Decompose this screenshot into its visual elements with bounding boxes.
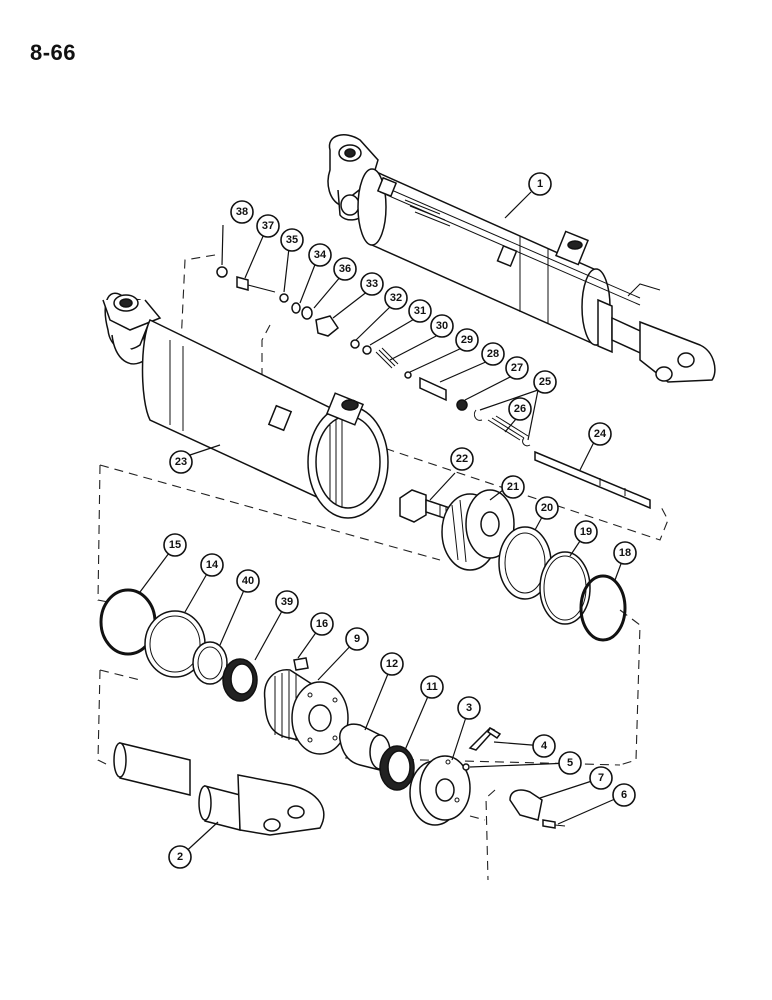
callout-32: 32 — [384, 286, 408, 310]
callout-7: 7 — [589, 766, 613, 790]
callout-21: 21 — [501, 475, 525, 499]
callout-33: 33 — [360, 272, 384, 296]
callout-9: 9 — [345, 627, 369, 651]
callout-25: 25 — [533, 370, 557, 394]
callout-38: 38 — [230, 200, 254, 224]
svg-text:38: 38 — [236, 206, 248, 218]
svg-text:6: 6 — [621, 789, 627, 801]
svg-text:40: 40 — [242, 575, 254, 587]
callout-29: 29 — [455, 328, 479, 352]
svg-text:31: 31 — [414, 305, 426, 317]
callout-24: 24 — [588, 422, 612, 446]
pin — [293, 657, 309, 671]
callout-6: 6 — [612, 783, 636, 807]
clamp-and-screw — [509, 789, 566, 829]
callout-16: 16 — [310, 612, 334, 636]
callout-22: 22 — [450, 447, 474, 471]
svg-text:30: 30 — [436, 320, 448, 332]
callout-5: 5 — [558, 751, 582, 775]
svg-text:20: 20 — [541, 502, 553, 514]
callout-3: 3 — [457, 696, 481, 720]
svg-text:28: 28 — [487, 348, 499, 360]
svg-text:4: 4 — [541, 740, 548, 752]
svg-text:19: 19 — [580, 526, 592, 538]
svg-text:18: 18 — [619, 547, 631, 559]
svg-text:14: 14 — [206, 559, 219, 571]
svg-text:21: 21 — [507, 481, 519, 493]
callout-4: 4 — [532, 734, 556, 758]
callout-35: 35 — [280, 228, 304, 252]
callout-27: 27 — [505, 356, 529, 380]
callout-11: 11 — [420, 675, 444, 699]
svg-text:15: 15 — [169, 539, 181, 551]
svg-text:7: 7 — [598, 772, 604, 784]
svg-text:35: 35 — [286, 234, 298, 246]
callout-12: 12 — [380, 652, 404, 676]
rings-upper — [498, 526, 627, 642]
svg-text:34: 34 — [314, 249, 327, 261]
svg-text:12: 12 — [386, 658, 398, 670]
svg-text:1: 1 — [537, 178, 543, 190]
svg-text:23: 23 — [175, 456, 187, 468]
svg-text:37: 37 — [262, 220, 274, 232]
callout-19: 19 — [574, 520, 598, 544]
callout-26: 26 — [508, 397, 532, 421]
callout-34: 34 — [308, 243, 332, 267]
callout-20: 20 — [535, 496, 559, 520]
piston — [441, 489, 515, 571]
callout-23: 23 — [169, 450, 193, 474]
svg-text:11: 11 — [426, 681, 438, 693]
callout-37: 37 — [256, 214, 280, 238]
cylinder-barrel — [102, 292, 389, 519]
rings-lower — [99, 588, 258, 702]
callout-18: 18 — [613, 541, 637, 565]
svg-text:22: 22 — [456, 453, 468, 465]
svg-text:2: 2 — [177, 851, 183, 863]
callout-31: 31 — [408, 299, 432, 323]
gland — [263, 669, 349, 755]
svg-text:3: 3 — [466, 702, 472, 714]
svg-text:24: 24 — [594, 428, 607, 440]
svg-text:9: 9 — [354, 633, 360, 645]
callout-40: 40 — [236, 569, 260, 593]
callout-39: 39 — [275, 590, 299, 614]
svg-text:25: 25 — [539, 376, 551, 388]
svg-text:26: 26 — [514, 403, 526, 415]
svg-text:5: 5 — [567, 757, 573, 769]
small-parts-row — [216, 266, 651, 510]
svg-text:27: 27 — [511, 362, 523, 374]
svg-text:39: 39 — [281, 596, 293, 608]
lock-nut-assembly — [409, 726, 502, 826]
callout-30: 30 — [430, 314, 454, 338]
callout-14: 14 — [200, 553, 224, 577]
callout-36: 36 — [333, 257, 357, 281]
callout-1: 1 — [528, 172, 552, 196]
callout-28: 28 — [481, 342, 505, 366]
svg-text:36: 36 — [339, 263, 351, 275]
assembled-cylinder — [327, 134, 716, 383]
svg-text:33: 33 — [366, 278, 378, 290]
rod-with-clevis — [113, 742, 325, 836]
callout-2: 2 — [168, 845, 192, 869]
svg-text:16: 16 — [316, 618, 328, 630]
dashed-group-outlines — [97, 254, 669, 881]
callout-15: 15 — [163, 533, 187, 557]
svg-text:32: 32 — [390, 292, 402, 304]
svg-text:29: 29 — [461, 334, 473, 346]
bushing-and-seal — [339, 723, 415, 791]
page-number: 8-66 — [30, 40, 77, 65]
